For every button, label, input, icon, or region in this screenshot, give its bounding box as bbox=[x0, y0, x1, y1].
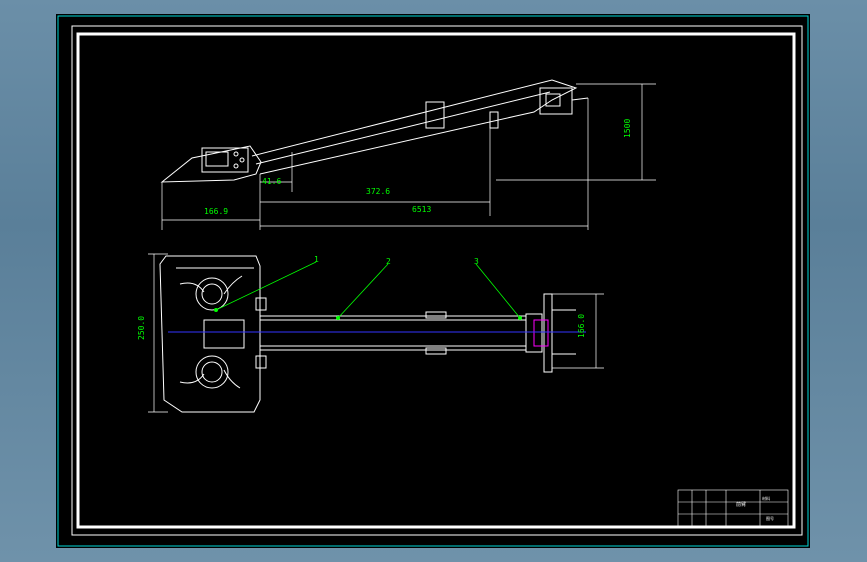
callout-label-3: 3 bbox=[474, 257, 479, 266]
plan-dimensions bbox=[148, 253, 604, 413]
side-small-marker bbox=[489, 111, 499, 129]
side-tip-box bbox=[545, 93, 561, 107]
callout-leaders bbox=[215, 261, 521, 319]
title-block-title: 前臂 bbox=[736, 501, 746, 508]
dim-side-left: 166.9 bbox=[204, 207, 228, 216]
dim-plan-tip-width: 166.0 bbox=[577, 314, 586, 338]
side-tip-pin bbox=[571, 97, 589, 101]
plan-tip-highlight bbox=[533, 319, 549, 347]
sheet-frame-outer bbox=[71, 25, 803, 536]
plan-stud-lower bbox=[255, 355, 267, 369]
plan-tip-neck bbox=[525, 313, 543, 353]
callout-dot-3 bbox=[518, 316, 522, 320]
plan-hub bbox=[203, 319, 245, 349]
cad-viewport[interactable]: 166.9 41.6 372.6 6513 1500 bbox=[56, 14, 810, 548]
side-knob-1 bbox=[233, 151, 239, 157]
plan-clamp-bottom bbox=[425, 347, 447, 355]
plan-blade-upper-left bbox=[179, 282, 205, 293]
title-block-code: 图号 bbox=[766, 515, 774, 521]
side-knob-2 bbox=[239, 157, 245, 163]
callout-label-1: 1 bbox=[314, 255, 319, 264]
dim-side-total: 6513 bbox=[412, 205, 431, 214]
title-block bbox=[677, 489, 789, 527]
sheet-outer-border bbox=[57, 15, 809, 547]
callout-label-2: 2 bbox=[386, 257, 391, 266]
dim-side-height: 1500 bbox=[623, 119, 632, 138]
sheet-frame-inner bbox=[76, 32, 796, 529]
plan-blade-lower-left bbox=[179, 373, 205, 384]
side-tip-head bbox=[539, 87, 573, 115]
side-view bbox=[160, 79, 589, 183]
side-display-box bbox=[205, 151, 229, 167]
side-boom-arm bbox=[251, 79, 578, 175]
dim-side-offset: 41.6 bbox=[262, 177, 281, 186]
callout-dot-2 bbox=[336, 316, 340, 320]
side-mid-block bbox=[425, 101, 445, 129]
plan-view bbox=[159, 255, 576, 413]
dim-side-span: 372.6 bbox=[366, 187, 390, 196]
side-boom-inner-line bbox=[255, 91, 551, 165]
title-block-material: 材料 bbox=[762, 495, 770, 501]
side-knob-3 bbox=[233, 163, 239, 169]
plan-rotor-upper bbox=[195, 277, 229, 311]
side-control-box bbox=[201, 147, 249, 173]
plan-clamp-top bbox=[425, 311, 447, 319]
plan-blade-upper-right bbox=[223, 275, 243, 295]
callout-dot-1 bbox=[214, 308, 218, 312]
drawing-canvas: 166.9 41.6 372.6 6513 1500 bbox=[57, 15, 809, 547]
plan-base-plate bbox=[159, 255, 261, 413]
side-base-mount bbox=[160, 145, 262, 183]
plan-tip-frame bbox=[543, 293, 553, 373]
plan-blade-lower-right bbox=[223, 369, 241, 389]
side-dimensions bbox=[161, 83, 656, 230]
plan-rotor-lower bbox=[195, 355, 229, 389]
plan-stud-upper bbox=[255, 297, 267, 311]
dim-plan-width: 250.0 bbox=[137, 316, 146, 340]
